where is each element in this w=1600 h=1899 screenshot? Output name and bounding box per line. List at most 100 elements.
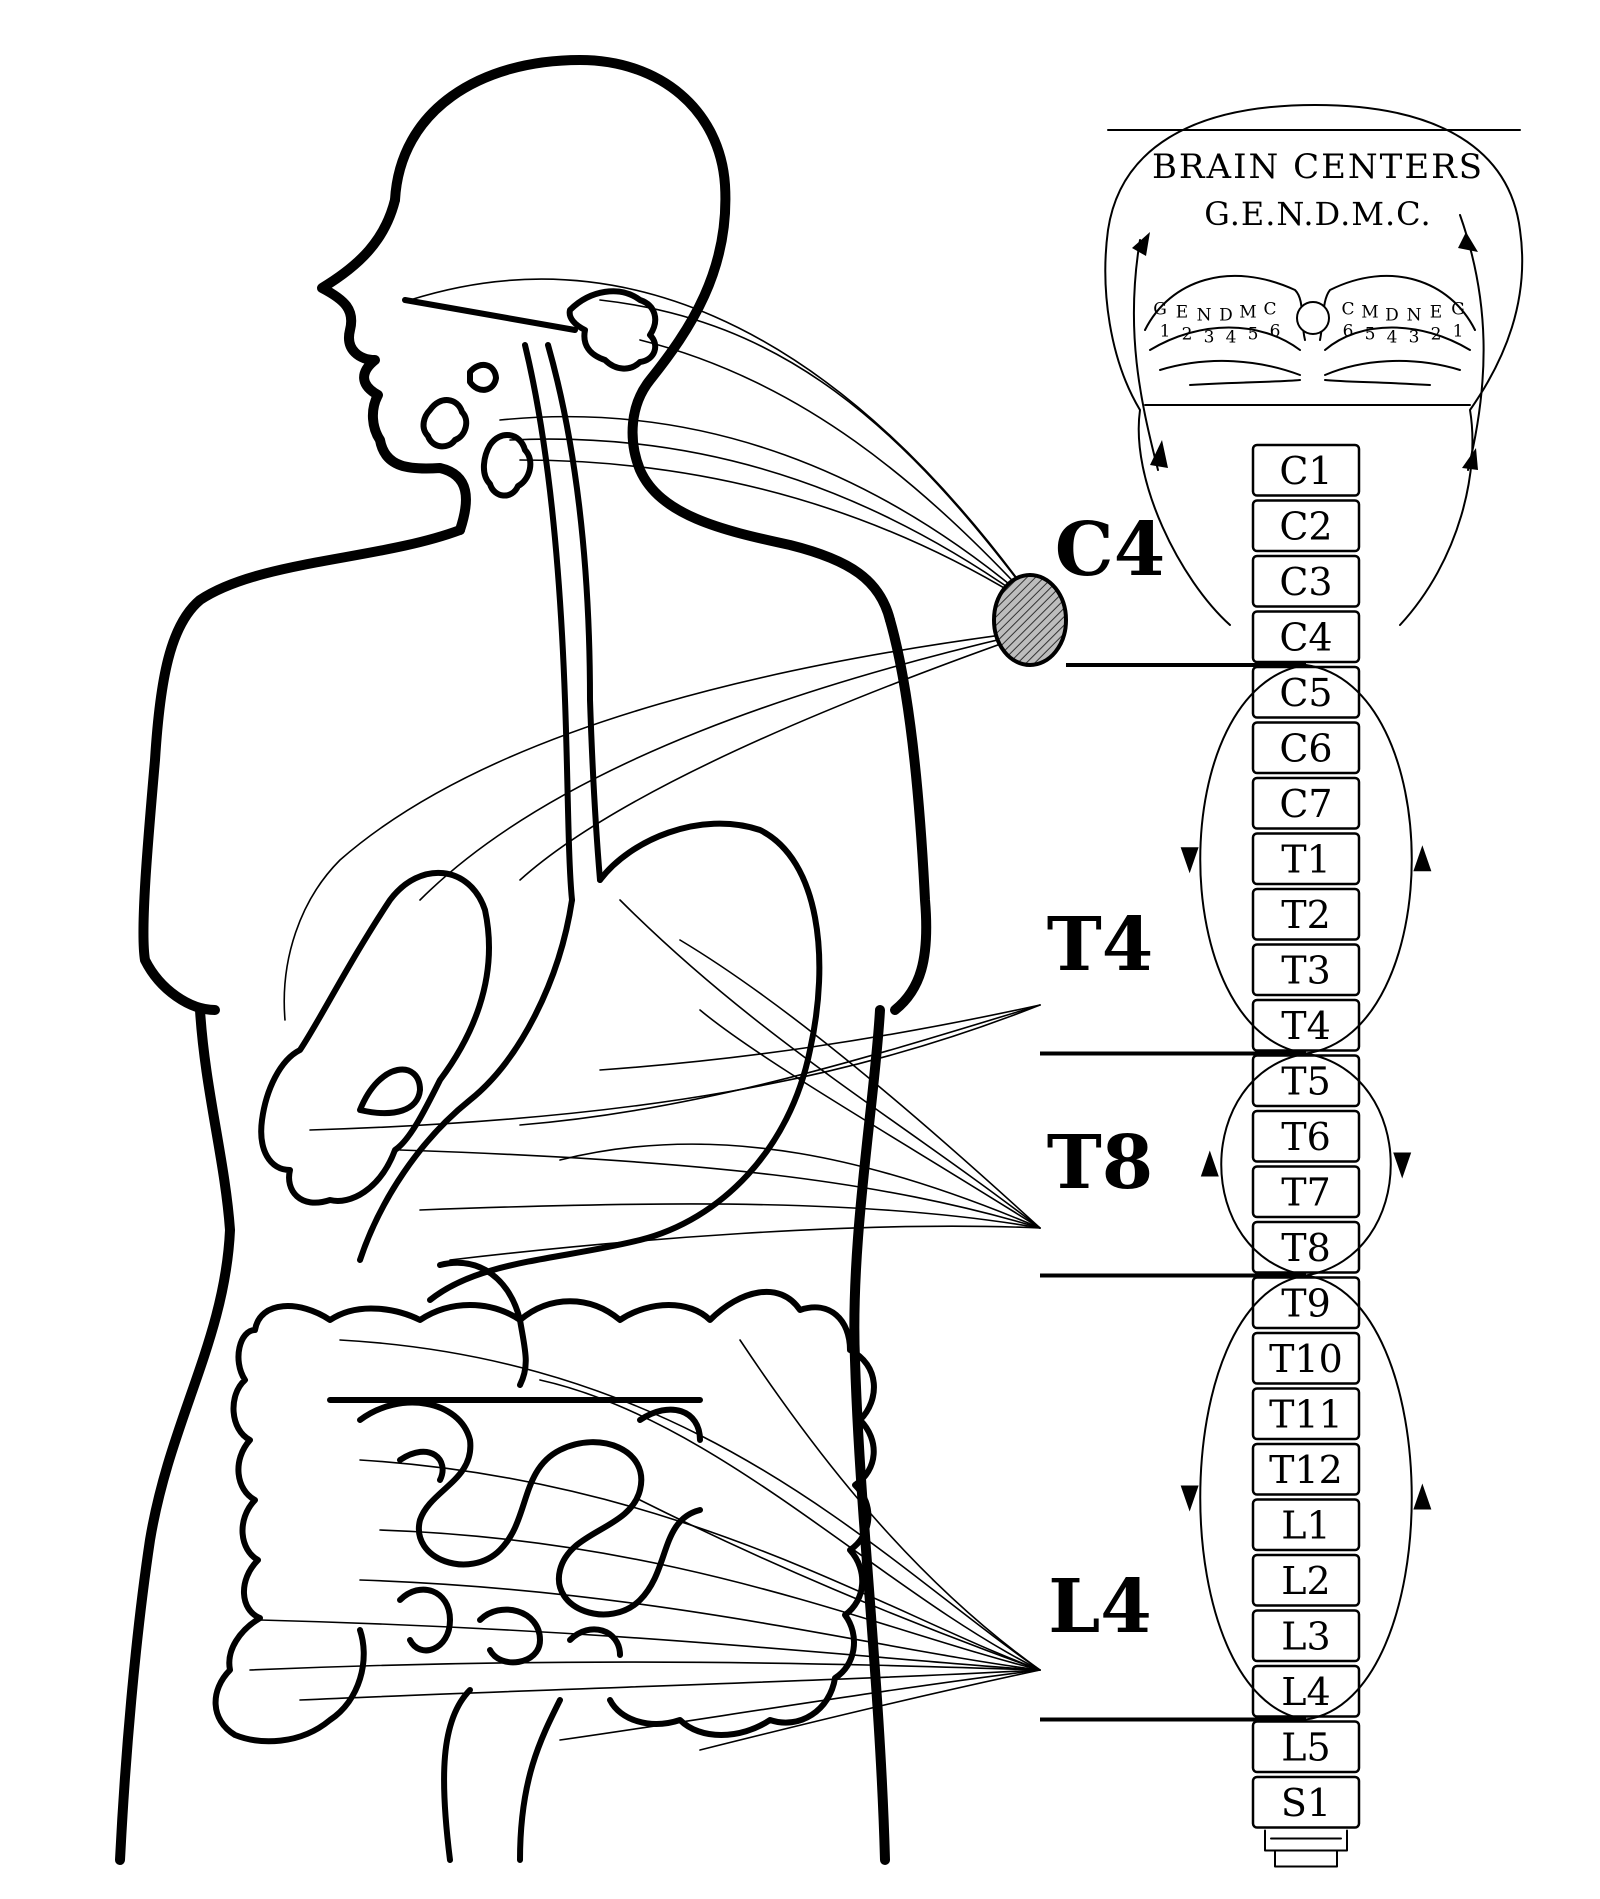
brain-left-number-4: 5: [1248, 325, 1259, 345]
vertebra-t3: T3: [1251, 943, 1361, 997]
brain-right-letter-4: E: [1430, 303, 1442, 323]
vertebra-box: [1251, 554, 1361, 608]
brain-arrow-right-head: [1458, 232, 1478, 252]
vertebra-c3: C3: [1251, 554, 1361, 608]
vertebra-label: T12: [1269, 1448, 1343, 1492]
small-intestine: [327, 1397, 703, 1666]
flow-arrow-left: [1180, 847, 1199, 874]
left-shoulder-arm: [138, 525, 465, 1015]
brain-right-number-4: 2: [1431, 325, 1442, 345]
brain-title: BRAIN CENTERS: [1152, 147, 1484, 187]
vertebra-t4: T4: [1251, 998, 1361, 1052]
brain-left-number-1: 2: [1182, 325, 1193, 345]
vertebra-label: T10: [1269, 1337, 1343, 1381]
flow-arrow-right: [1393, 1152, 1412, 1179]
throat-glands: [420, 288, 659, 499]
body-silhouette: [115, 55, 932, 1865]
vertebra-box: [1251, 1553, 1361, 1607]
brain-arrow-left: [1132, 239, 1159, 471]
large-intestine: [212, 1289, 877, 1745]
nerve-fibers-t4: [309, 1004, 1041, 1131]
vertebra-label: C2: [1279, 504, 1332, 548]
nerve-fibers-l4: [249, 1339, 1041, 1751]
vertebra-box: [1251, 1664, 1361, 1718]
brain-left-letter-5: C: [1263, 300, 1276, 320]
level-c4: C4: [1055, 507, 1306, 667]
vertebra-label: T7: [1281, 1170, 1331, 1214]
vertebra-box: [1251, 943, 1361, 997]
vertebra-label: C1: [1279, 449, 1332, 493]
vertebra-label: C7: [1279, 782, 1332, 826]
vertebra-c1: C1: [1251, 443, 1361, 497]
brain-left-number-5: 6: [1270, 322, 1281, 342]
vertebra-label: S1: [1281, 1781, 1331, 1825]
vertebra-label: C3: [1279, 560, 1332, 604]
segment-loop: [1199, 1274, 1413, 1721]
vertebra-l3: L3: [1251, 1609, 1361, 1663]
vertebra-l4: L4: [1251, 1664, 1361, 1718]
brain-left-letter-2: N: [1197, 306, 1212, 326]
vertebra-t12: T12: [1251, 1442, 1361, 1496]
brain-right-number-2: 4: [1387, 328, 1398, 348]
vertebra-c6: C6: [1251, 721, 1361, 775]
brain-right-number-1: 5: [1365, 325, 1376, 345]
brain-left-lobe: [1144, 275, 1306, 386]
vertebra-label: C5: [1279, 671, 1332, 715]
brain-right-letter-1: M: [1361, 303, 1378, 323]
flow-arrow-left: [1200, 1150, 1219, 1177]
brain-subtitle: G.E.N.D.M.C.: [1204, 195, 1431, 233]
vertebra-l2: L2: [1251, 1553, 1361, 1607]
c4-ganglion: [992, 573, 1068, 667]
vertebra-c4: C4: [1251, 610, 1361, 664]
loop-t5-t8: [1200, 1052, 1412, 1277]
vertebra-box: [1251, 1609, 1361, 1663]
vertebra-s1: S1: [1251, 1775, 1361, 1829]
vertebra-label: L5: [1281, 1725, 1330, 1769]
brain-right-letter-2: D: [1385, 306, 1399, 326]
brain-left-number-0: 1: [1160, 322, 1171, 342]
vertebra-box: [1251, 776, 1361, 830]
vertebra-label: T9: [1281, 1281, 1331, 1325]
vertebra-c2: C2: [1251, 499, 1361, 553]
brain-left-letter-1: E: [1176, 303, 1188, 323]
face-profile: [317, 195, 471, 535]
duodenum: [437, 1259, 529, 1388]
vertebra-label: C6: [1279, 726, 1332, 770]
brain-left-number-2: 3: [1204, 328, 1215, 348]
vertebra-label: T5: [1281, 1059, 1331, 1103]
vertebra-c5: C5: [1251, 665, 1361, 719]
vertebra-box: [1251, 1331, 1361, 1385]
vertebra-t2: T2: [1251, 887, 1361, 941]
vertebra-t1: T1: [1251, 832, 1361, 886]
vertebra-t10: T10: [1251, 1331, 1361, 1385]
loop-t9-l4: [1180, 1274, 1432, 1721]
vertebra-box: [1251, 832, 1361, 886]
vertebra-t6: T6: [1251, 1109, 1361, 1163]
brain-left-letter-3: D: [1219, 306, 1233, 326]
vertebra-c7: C7: [1251, 776, 1361, 830]
segment-loop: [1220, 1052, 1392, 1277]
thyroid-gland-left: [420, 397, 470, 450]
vertebra-t5: T5: [1251, 1054, 1361, 1108]
vertebra-box: [1251, 1165, 1361, 1219]
brain-right-letter-3: N: [1407, 306, 1422, 326]
vertebra-box: [1251, 443, 1361, 497]
vertebra-box: [1251, 1109, 1361, 1163]
vertebra-box: [1251, 1387, 1361, 1441]
nerve-fibers-c4: [283, 278, 1041, 1021]
vertebra-l1: L1: [1251, 1498, 1361, 1552]
digestive-upper: [258, 342, 823, 1388]
liver: [258, 869, 492, 1206]
brain-right-number-3: 3: [1409, 328, 1420, 348]
vertebra-t11: T11: [1251, 1387, 1361, 1441]
vertebra-box: [1251, 1775, 1361, 1829]
tonsil: [467, 361, 499, 393]
vertebra-box: [1251, 1442, 1361, 1496]
right-shoulder-arm: [885, 615, 932, 1015]
right-torso-side: [849, 1005, 890, 1865]
vertebra-box: [1251, 887, 1361, 941]
neck-line: [402, 297, 578, 333]
brain-arrow-right-low-head: [1462, 448, 1478, 470]
